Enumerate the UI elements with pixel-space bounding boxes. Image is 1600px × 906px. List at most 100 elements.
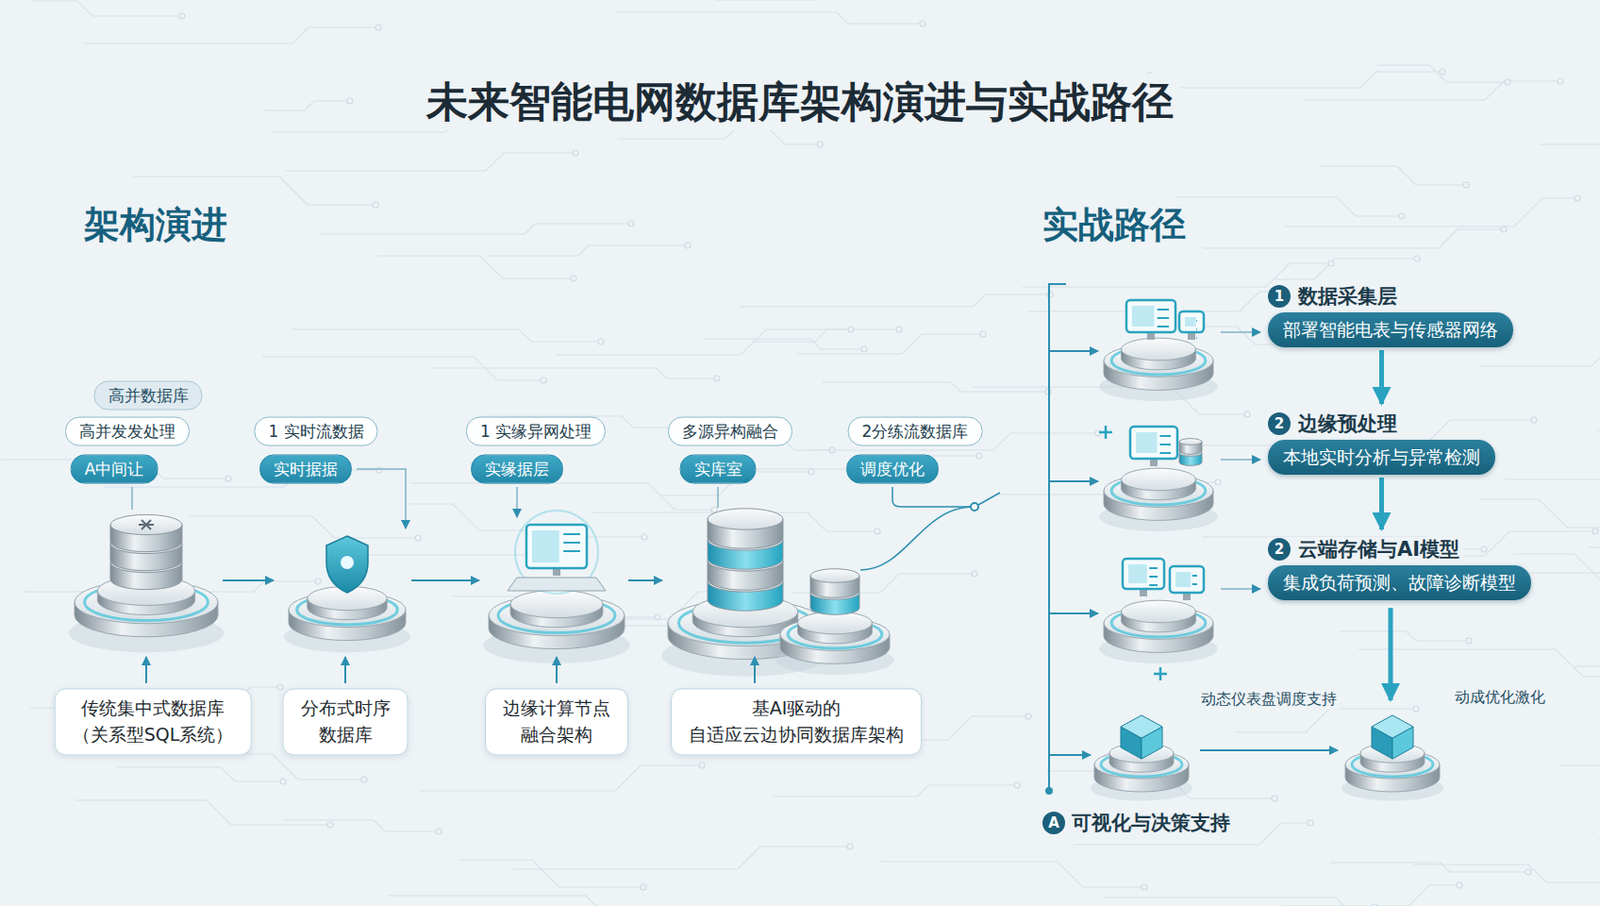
branch-arrow bbox=[1049, 753, 1091, 756]
circuit-dot bbox=[1592, 528, 1599, 534]
illustration-group bbox=[68, 283, 1444, 801]
circuit-line bbox=[33, 0, 183, 17]
circuit-line bbox=[410, 483, 715, 510]
node-text: 分布式时序 数据库 bbox=[300, 695, 391, 748]
node-text: 实库室 bbox=[694, 458, 743, 481]
circuit-dot bbox=[347, 98, 353, 104]
callout-number: 1 bbox=[1267, 284, 1291, 308]
circuit-line bbox=[797, 333, 984, 354]
circuit-dot bbox=[1328, 260, 1334, 267]
section-heading: 实战路径 bbox=[1038, 200, 1190, 250]
circuit-dot bbox=[714, 375, 720, 382]
circuit-dot bbox=[1371, 903, 1378, 906]
circuit-line bbox=[1304, 81, 1561, 100]
circuit-dot bbox=[1525, 868, 1532, 875]
tag-pill: A中间让 bbox=[70, 454, 159, 484]
circuit-line bbox=[488, 245, 688, 256]
circuit-line bbox=[739, 294, 1050, 307]
circuit-dot bbox=[1414, 255, 1420, 262]
circuit-dot bbox=[861, 346, 867, 352]
cube-top bbox=[1120, 715, 1163, 738]
circuit-dot bbox=[1399, 213, 1405, 219]
leader-line bbox=[356, 468, 406, 529]
disc-top bbox=[110, 514, 183, 534]
circuit-dot bbox=[372, 201, 379, 208]
circuit-line bbox=[1597, 416, 1600, 431]
up-arrow bbox=[753, 656, 756, 684]
circuit-dot bbox=[1439, 68, 1446, 75]
disc-top bbox=[707, 508, 784, 530]
node-text: 多源异构融合 bbox=[682, 420, 779, 443]
circuit-line bbox=[608, 127, 820, 145]
screen-line bbox=[1160, 451, 1172, 454]
circuit-dot bbox=[598, 338, 604, 345]
circuit-line bbox=[1273, 258, 1417, 280]
callout-number: 2 bbox=[1267, 537, 1291, 561]
circuit-dot bbox=[640, 883, 647, 890]
circuit-dot bbox=[1456, 882, 1463, 888]
node-text: 1 实缘异网处理 bbox=[480, 420, 592, 443]
circuit-dot bbox=[327, 821, 334, 828]
circuit-dot bbox=[1466, 637, 1472, 644]
step-heading: 可视化与决策支持 bbox=[1067, 809, 1234, 836]
circuit-dot bbox=[277, 683, 284, 690]
node-text: 传统集中式数据库 （关系型SQL系统） bbox=[72, 695, 234, 748]
step-text: 部署智能电表与传感器网络 bbox=[1267, 312, 1514, 348]
screen-line bbox=[1192, 574, 1198, 577]
tag-pill: 多源异构融合 bbox=[667, 416, 793, 447]
disc-top bbox=[1121, 467, 1197, 491]
circuit-dot bbox=[375, 24, 382, 31]
screen-line bbox=[1195, 328, 1199, 331]
stage-box: 基AI驱动的 自适应云边协同数据库架构 bbox=[670, 687, 922, 755]
circuit-dot bbox=[225, 475, 232, 482]
circuit-line bbox=[83, 27, 379, 44]
circuit-line bbox=[1597, 839, 1600, 859]
callout-number: 2 bbox=[1267, 412, 1291, 435]
circuit-line bbox=[1377, 65, 1508, 83]
circuit-dot bbox=[435, 828, 442, 834]
leader-line bbox=[716, 486, 719, 508]
stage-box: 分布式时序 数据库 bbox=[283, 687, 409, 755]
flow-arrow bbox=[222, 579, 274, 582]
circuit-line bbox=[74, 800, 331, 825]
circuit-dot bbox=[1307, 819, 1314, 826]
step-heading: 云端存储与AI模型 bbox=[1267, 536, 1464, 562]
circuit-dot bbox=[179, 13, 185, 19]
junction-dot bbox=[970, 502, 979, 511]
circuit-line bbox=[377, 255, 574, 279]
sparkle-cross bbox=[1153, 666, 1167, 681]
branch-arrow bbox=[1049, 480, 1099, 483]
screen-line bbox=[1195, 319, 1199, 322]
leader-line bbox=[131, 486, 134, 510]
pointer-arrow bbox=[1220, 331, 1261, 334]
circuit-line bbox=[555, 329, 851, 355]
flow-arrow bbox=[411, 579, 480, 582]
sparkle-cross bbox=[1099, 425, 1113, 439]
leader-line bbox=[978, 492, 1000, 505]
disc-top bbox=[1121, 337, 1197, 361]
tag-pill: 高并发发处理 bbox=[65, 416, 190, 447]
circuit-line bbox=[1538, 118, 1600, 145]
leader-line bbox=[516, 486, 518, 517]
circuit-line bbox=[116, 766, 284, 782]
stage-box: 边缘计算节点 融合架构 bbox=[484, 687, 629, 755]
shield-icon bbox=[326, 535, 368, 593]
leader-line bbox=[892, 486, 971, 507]
circuit-line bbox=[285, 152, 576, 171]
circuit-line bbox=[1176, 197, 1402, 217]
tag-pill: 1 实缘异网处理 bbox=[466, 416, 606, 447]
screen-panel bbox=[1135, 432, 1158, 453]
node-text: 实缘据层 bbox=[484, 458, 550, 481]
circuit-line bbox=[1103, 897, 1375, 906]
circuit-dot bbox=[896, 326, 902, 333]
screen-line bbox=[1149, 575, 1158, 578]
circuit-line bbox=[1147, 71, 1443, 88]
tag-pill: 高并数据库 bbox=[94, 381, 203, 411]
circuit-dot bbox=[570, 275, 577, 282]
circuit-dot bbox=[808, 468, 815, 475]
circuit-line bbox=[1283, 198, 1578, 227]
circuit-line bbox=[879, 861, 1145, 887]
circuit-dot bbox=[376, 466, 383, 473]
circuit-dot bbox=[919, 20, 926, 27]
